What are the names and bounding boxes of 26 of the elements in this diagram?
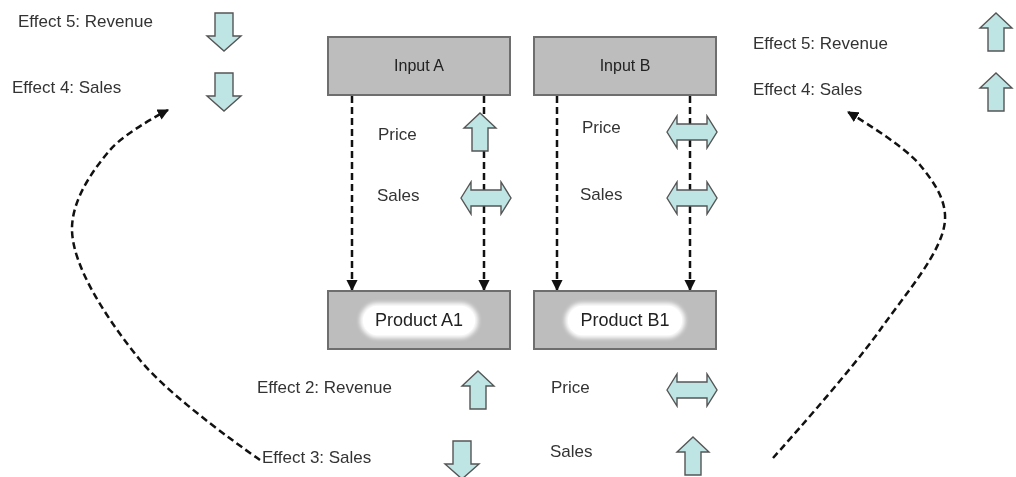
effect-label: Effect 5: Revenue [18, 12, 153, 32]
factor-label: Price [582, 118, 621, 138]
factor-label: Sales [580, 185, 623, 205]
effect-label: Effect 4: Sales [753, 78, 883, 102]
product-box [533, 290, 717, 350]
product-box [327, 290, 511, 350]
dashed-arrow [70, 108, 261, 462]
box-label: Product A1 [362, 305, 476, 335]
input-box [533, 36, 717, 96]
box-label: Product B1 [568, 305, 682, 335]
effect-label: Effect 3: Sales [262, 446, 392, 470]
box-label: Input B [598, 56, 652, 76]
factor-label: Sales [550, 442, 593, 462]
dashed-arrow [346, 96, 358, 292]
box-label: Input A [393, 56, 445, 76]
dashed-arrow [551, 96, 563, 292]
dashed-arrow [684, 96, 696, 292]
effect-label: Effect 4: Sales [12, 76, 162, 100]
effect-label: Effect 5: Revenue [753, 34, 888, 54]
factor-label: Price [551, 378, 590, 398]
input-box [327, 36, 511, 96]
factor-label: Price [378, 125, 417, 145]
dashed-arrow [772, 110, 947, 459]
dashed-arrow [478, 96, 490, 292]
factor-label: Sales [377, 186, 420, 206]
effect-label: Effect 2: Revenue [257, 378, 392, 398]
